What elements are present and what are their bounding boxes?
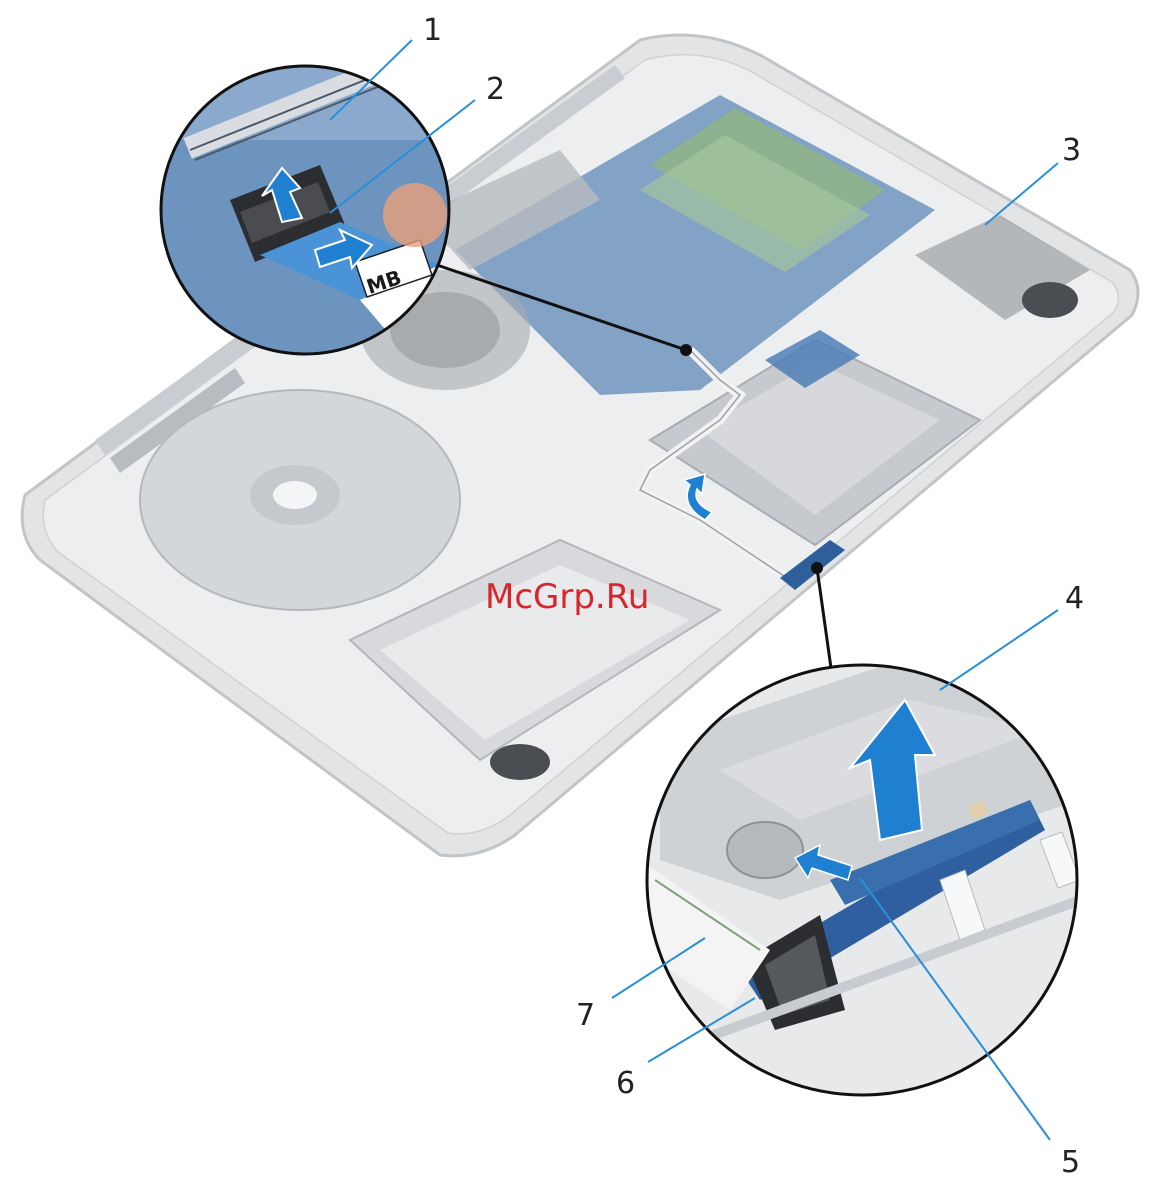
callout-2: 2: [486, 72, 505, 107]
callout-6: 6: [616, 1066, 635, 1101]
callout-4: 4: [1065, 581, 1084, 616]
pointer-dot: [811, 562, 823, 574]
callout-1: 1: [423, 13, 442, 48]
screw: [727, 822, 803, 878]
speaker: [490, 744, 550, 780]
watermark: McGrp.Ru: [485, 577, 649, 617]
callout-3: 3: [1062, 133, 1081, 168]
callout-5: 5: [1061, 1145, 1080, 1180]
callout-7: 7: [576, 998, 595, 1033]
leader-4: [940, 610, 1058, 690]
pointer-dot: [680, 344, 692, 356]
